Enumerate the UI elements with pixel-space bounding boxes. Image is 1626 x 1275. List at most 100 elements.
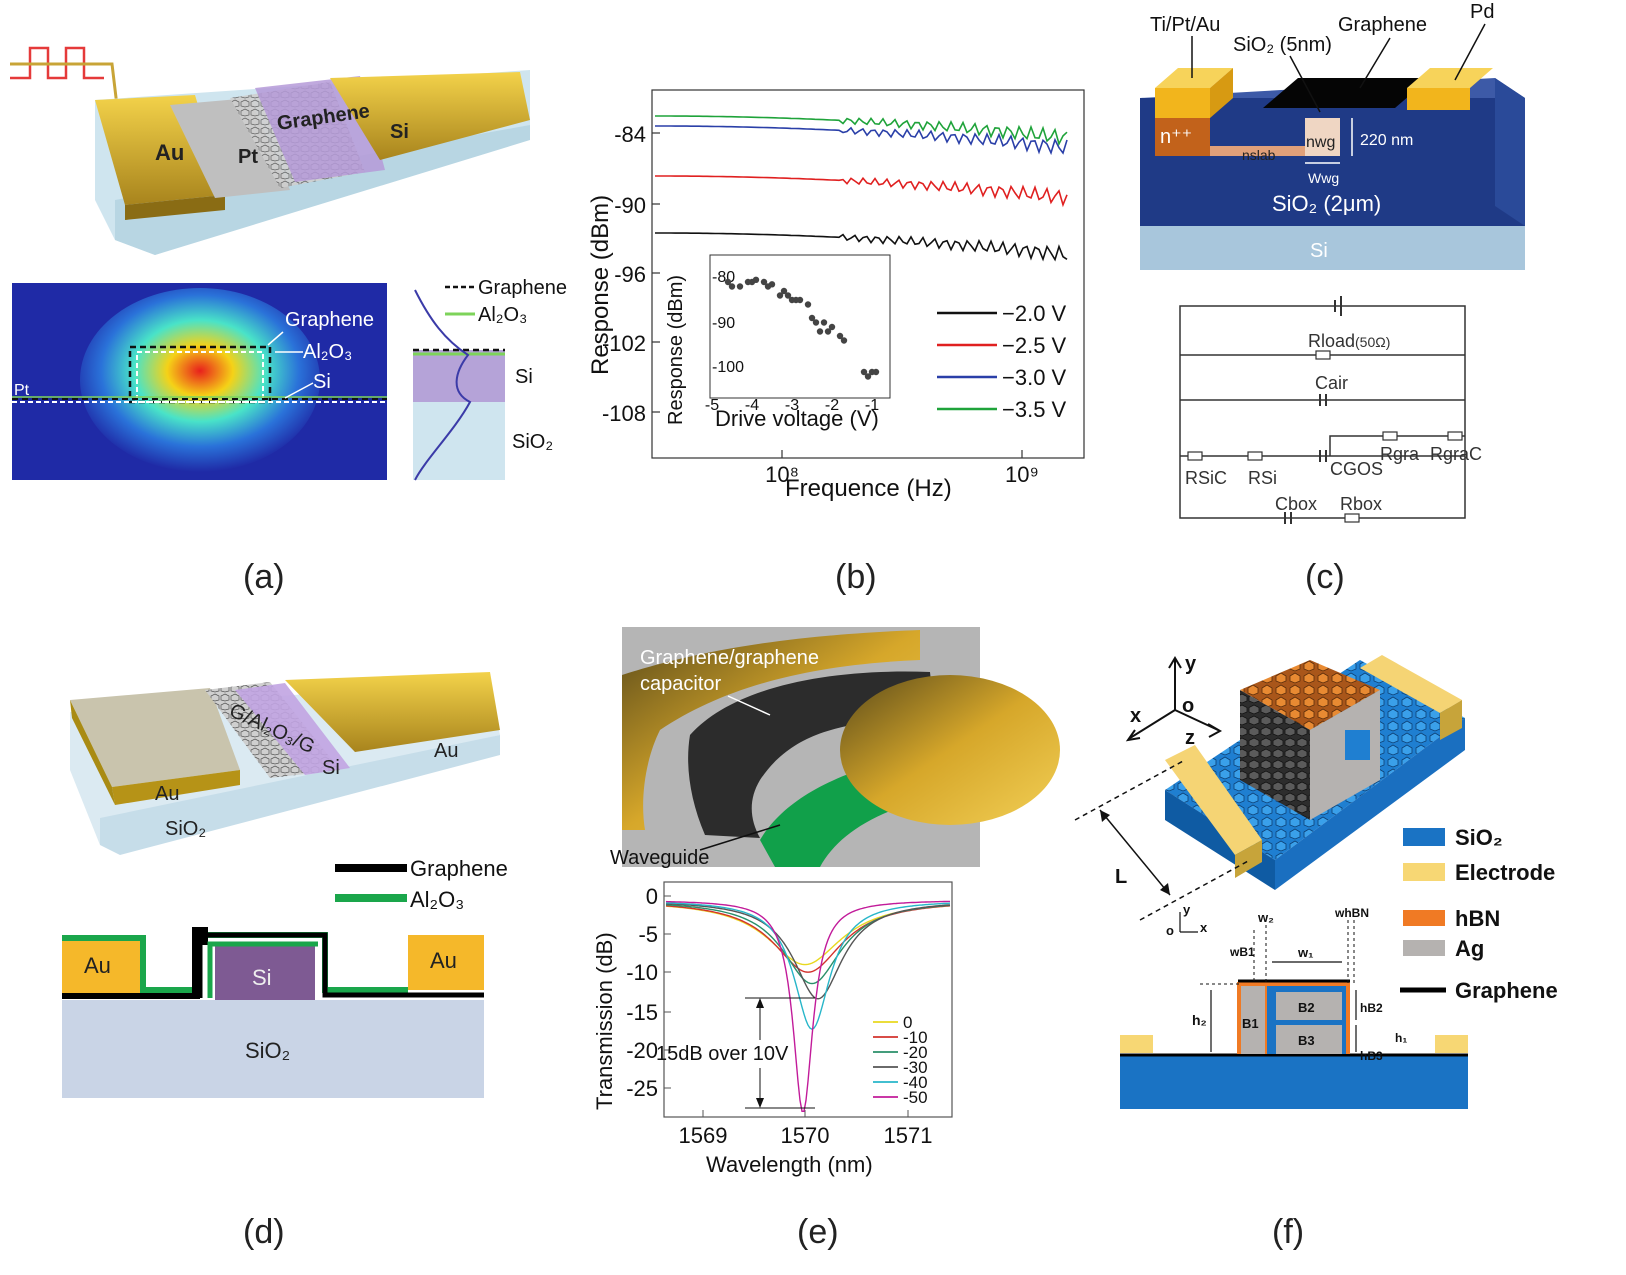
au-pad-cross-left bbox=[62, 940, 140, 995]
legend-label-e: -50 bbox=[903, 1088, 928, 1107]
label-rsic: RSiC bbox=[1185, 468, 1227, 488]
si-substrate-c bbox=[1140, 226, 1525, 270]
series-line-e bbox=[665, 905, 951, 973]
legend-swatch-ag bbox=[1403, 940, 1445, 956]
si-layer-profile bbox=[413, 350, 505, 402]
label-rgrac: RgraC bbox=[1430, 444, 1482, 464]
y-tick-label-e: -15 bbox=[626, 1000, 658, 1025]
label-b1: B1 bbox=[1242, 1016, 1259, 1031]
y-tick-label-e: -5 bbox=[638, 922, 658, 947]
label-npp: n⁺⁺ bbox=[1160, 126, 1192, 148]
label-sio2-thin: SiO₂ (5nm) bbox=[1233, 34, 1332, 56]
legend-label-e: -20 bbox=[903, 1043, 928, 1062]
x-axis-b: 10⁸ 10⁹ bbox=[765, 450, 1039, 487]
si-ridge-d bbox=[235, 683, 350, 775]
series-group-b bbox=[655, 115, 1068, 262]
si-ridge-cross bbox=[215, 945, 315, 1000]
field-label-pt: Pt bbox=[14, 382, 30, 399]
label-cap-line1: Graphene/graphene bbox=[640, 647, 819, 669]
inset-data-point bbox=[804, 301, 812, 308]
y-tick-label-b: -84 bbox=[614, 122, 646, 147]
sio2-layer-profile bbox=[413, 402, 505, 480]
label-b2: B2 bbox=[1298, 1000, 1315, 1015]
cross-label-au-left: Au bbox=[84, 953, 111, 978]
field-label-si: Si bbox=[313, 371, 331, 393]
cross-axis-o: o bbox=[1166, 923, 1174, 938]
legend-label-graphene-d: Graphene bbox=[410, 856, 508, 881]
label-sio2-d-top: SiO₂ bbox=[165, 818, 206, 840]
label-sio2-2um: SiO₂ (2μm) bbox=[1272, 191, 1381, 216]
y-axis-e: 0-5-10-15-20-25 bbox=[626, 884, 671, 1101]
ag-block-b3 bbox=[1276, 1025, 1342, 1054]
legend-label-al2o3-a: Al₂O₃ bbox=[478, 304, 527, 326]
series-line-e bbox=[665, 903, 951, 1000]
sio2-substrate-d bbox=[62, 1000, 484, 1098]
cross-label-sio2: SiO₂ bbox=[245, 1038, 290, 1063]
y-axis-label-e: Transmission (dB) bbox=[592, 932, 617, 1110]
label-pt-a: Pt bbox=[238, 146, 258, 168]
label-cap-line2: capacitor bbox=[640, 673, 721, 695]
x-tick-label-b: 10⁹ bbox=[1005, 462, 1039, 487]
y-tick-label-e: -20 bbox=[626, 1038, 658, 1063]
y-tick-label-e: -10 bbox=[626, 960, 658, 985]
inset-data-point bbox=[864, 373, 872, 380]
x-tick-label-e: 1569 bbox=[679, 1123, 728, 1148]
legend-label-electrode: Electrode bbox=[1455, 860, 1555, 885]
field-label-al2o3: Al₂O₃ bbox=[303, 341, 352, 363]
label-wb1: wB1 bbox=[1229, 945, 1255, 959]
panel-label-e: (e) bbox=[797, 1213, 839, 1251]
panel-e: Graphene/graphene capacitor Waveguide 0-… bbox=[592, 627, 1060, 1177]
label-si-c: Si bbox=[1310, 240, 1328, 262]
inset-data-point bbox=[872, 368, 880, 376]
cross-axes-f bbox=[1179, 912, 1198, 933]
series-line-b bbox=[655, 115, 1068, 146]
label-cgos: CGOS bbox=[1330, 459, 1383, 479]
inset-data-point bbox=[840, 337, 848, 344]
legend-label-hbn: hBN bbox=[1455, 906, 1500, 931]
inset-data-point bbox=[860, 368, 868, 376]
label-si-a: Si bbox=[390, 121, 409, 143]
label-waveguide: Waveguide bbox=[610, 847, 709, 869]
label-rload: Rload bbox=[1308, 331, 1355, 351]
electrode-left-f bbox=[1165, 745, 1262, 855]
series-group-e bbox=[665, 900, 951, 1112]
y-tick-label-b: -108 bbox=[602, 401, 646, 426]
annotation-15db bbox=[745, 997, 815, 1109]
mode-intensity-profile bbox=[414, 289, 472, 481]
x-tick-label-e: 1570 bbox=[781, 1123, 830, 1148]
inset-data-point bbox=[752, 276, 760, 283]
label-b3: B3 bbox=[1298, 1033, 1315, 1048]
side-label-sio2: SiO₂ bbox=[512, 431, 553, 453]
label-hb3: hB3 bbox=[1360, 1049, 1383, 1063]
label-nslab: nslab bbox=[1242, 147, 1276, 163]
panel-label-d: (d) bbox=[243, 1213, 285, 1251]
y-axis-label-b: Response (dBm) bbox=[587, 195, 614, 375]
inset-data-point bbox=[796, 296, 804, 304]
legend-label-b: −2.5 V bbox=[1002, 333, 1067, 358]
legend-swatch-sio2-f bbox=[1403, 828, 1445, 846]
inset-plot-b bbox=[709, 254, 891, 399]
x-tick-label-b: 10⁸ bbox=[765, 462, 799, 487]
legend-label-e: -40 bbox=[903, 1073, 928, 1092]
label-au-d1: Au bbox=[155, 783, 179, 805]
inset-data-point bbox=[824, 328, 832, 335]
panel-label-b: (b) bbox=[835, 558, 877, 596]
inset-x-tick-label: -2 bbox=[825, 397, 839, 414]
inset-data-point bbox=[836, 332, 844, 340]
inset-x-tick-label: -5 bbox=[705, 397, 719, 414]
label-h1: h₁ bbox=[1395, 1031, 1407, 1045]
nwg-region bbox=[1305, 118, 1340, 156]
panel-label-a: (a) bbox=[243, 558, 285, 596]
field-label-graphene: Graphene bbox=[285, 309, 374, 331]
label-au-a: Au bbox=[155, 140, 184, 165]
label-wwg: Wwg bbox=[1308, 170, 1339, 186]
y-tick-label-b: -96 bbox=[614, 262, 646, 287]
gold-disc bbox=[840, 675, 1060, 825]
series-line-b bbox=[655, 232, 1068, 262]
legend-label-e: -10 bbox=[903, 1028, 928, 1047]
inset-data-point bbox=[760, 278, 768, 286]
plot-area-b bbox=[651, 89, 1085, 459]
panel-f: y x o z L SiO₂ Electrode hBN Ag Graphene bbox=[1074, 653, 1558, 1109]
